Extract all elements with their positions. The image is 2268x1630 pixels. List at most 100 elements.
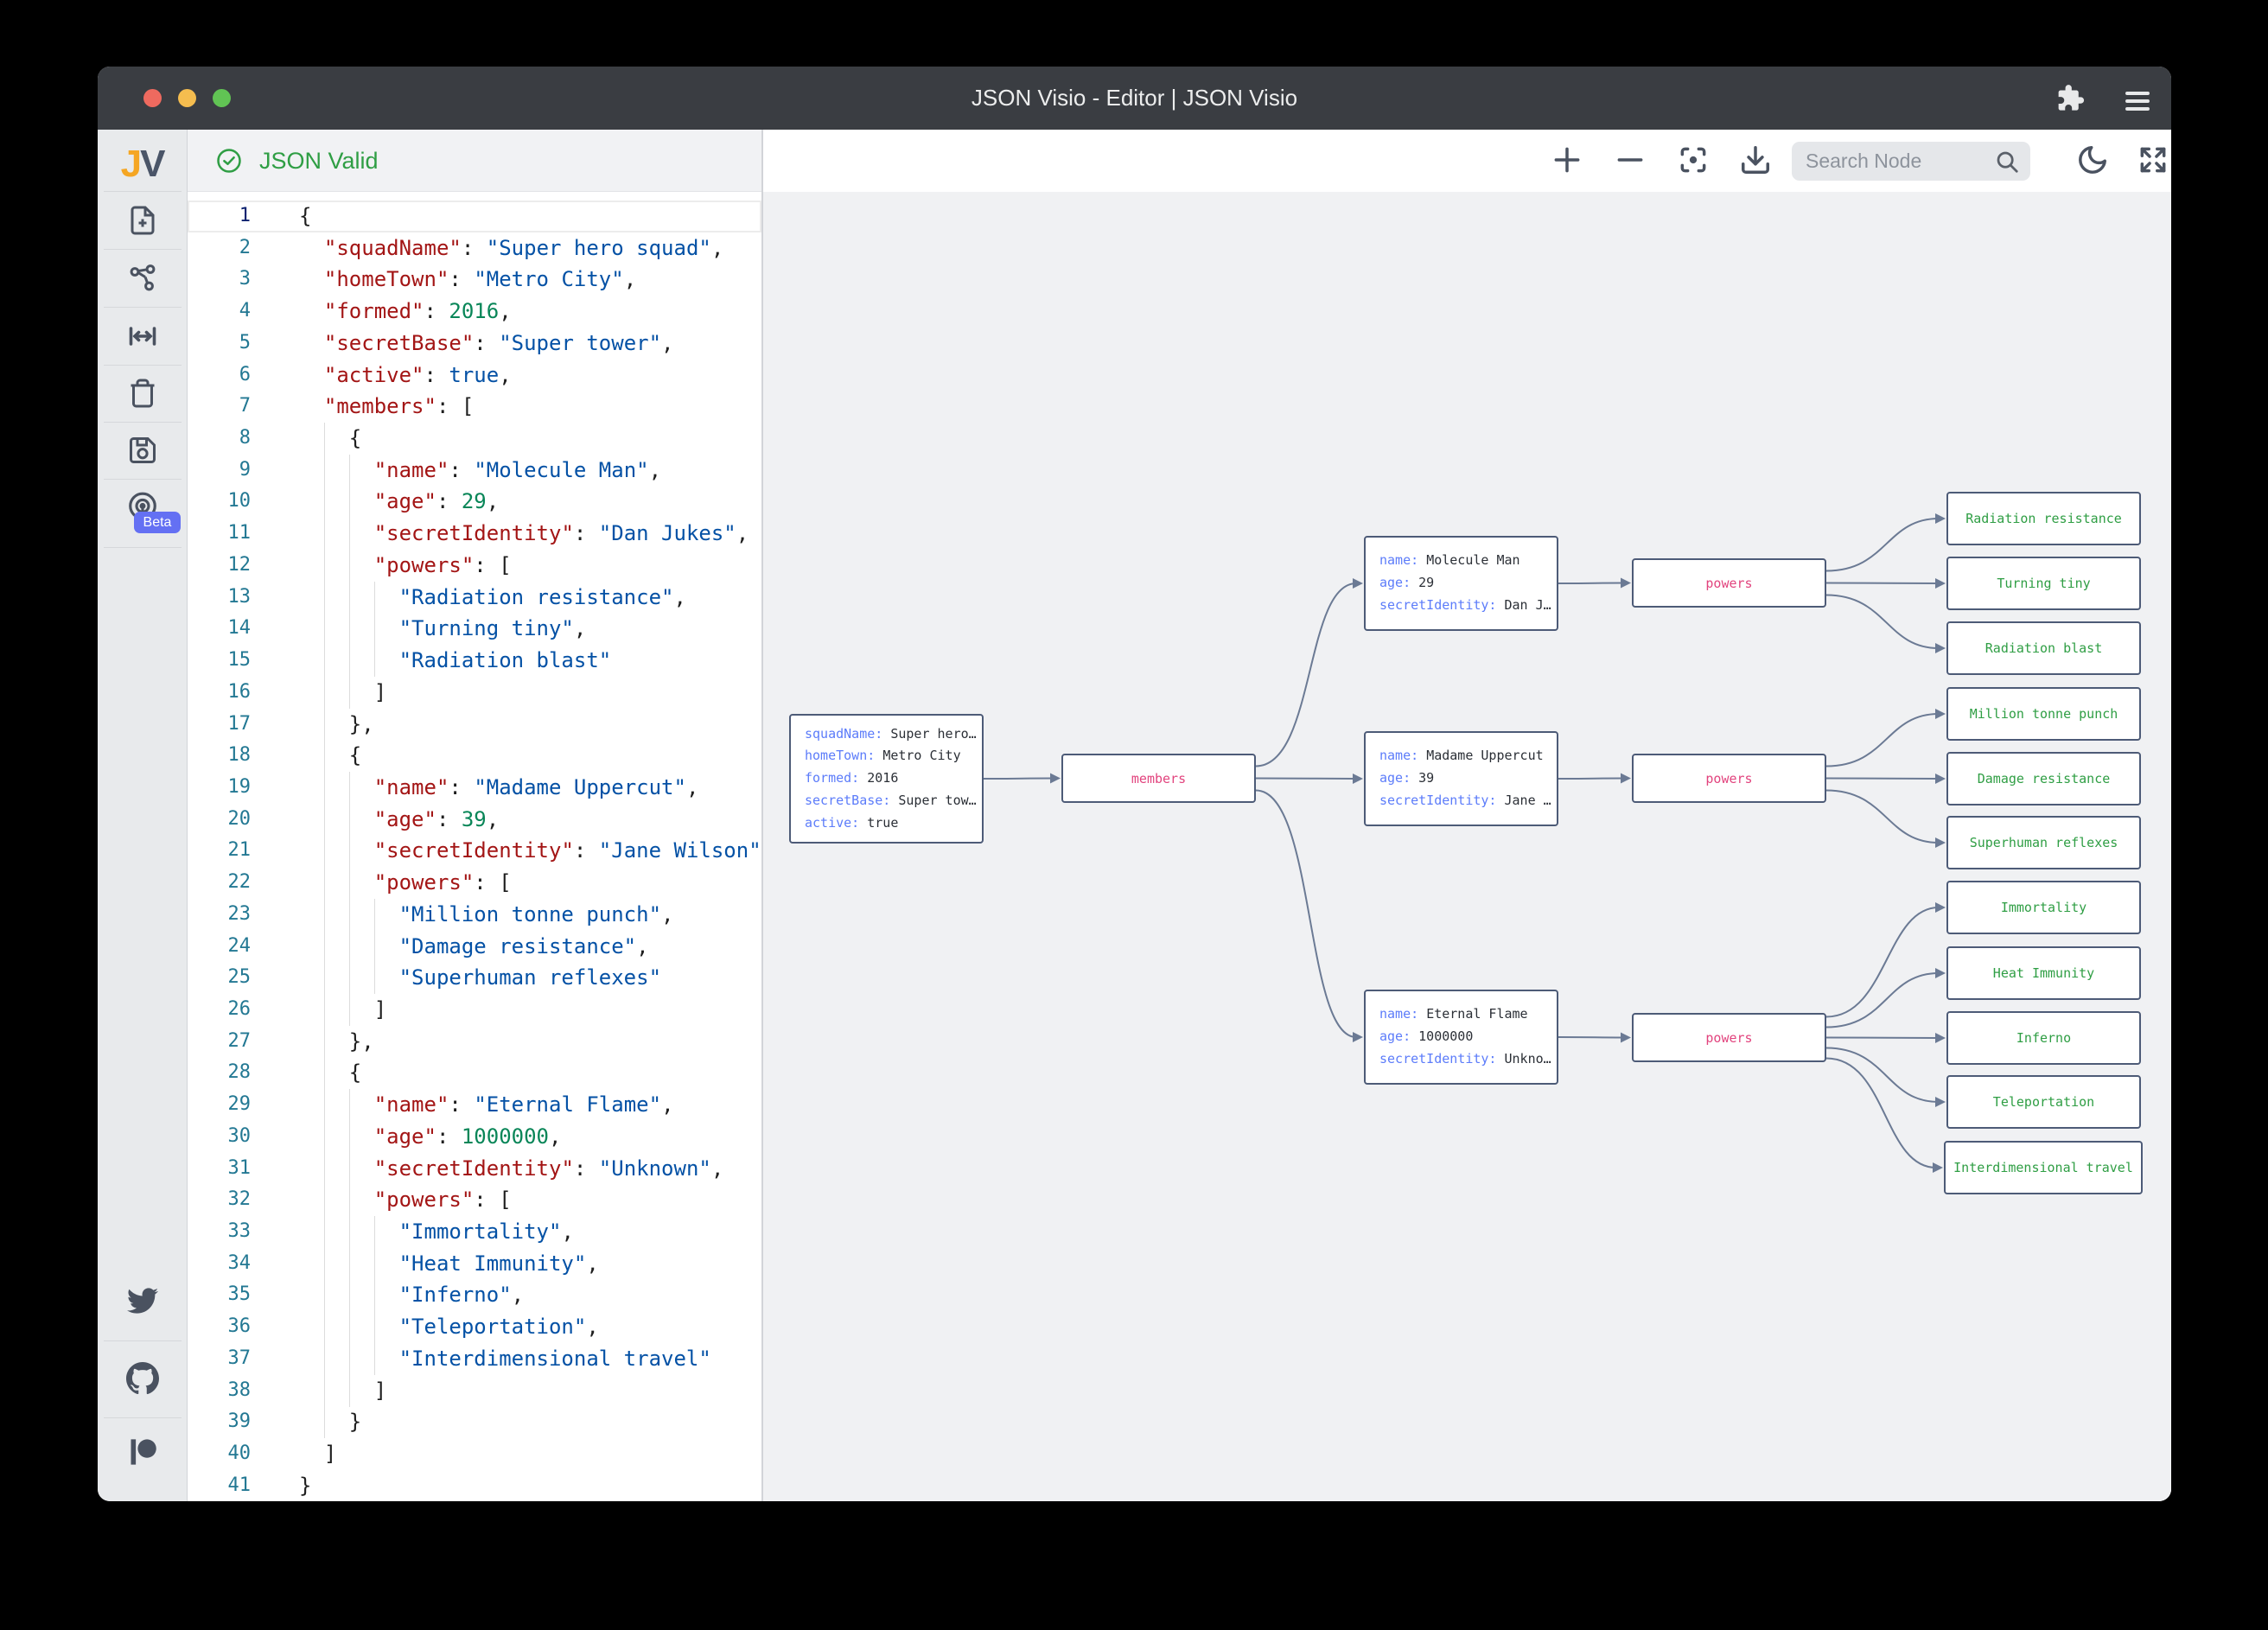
panel-divider[interactable]	[761, 130, 763, 1501]
code-line[interactable]: 29 "name": "Eternal Flame",	[188, 1089, 761, 1121]
code-line[interactable]: 9 "name": "Molecule Man",	[188, 455, 761, 487]
graph-node-l8[interactable]: Heat Immunity	[1946, 946, 2141, 1000]
fullscreen-button[interactable]	[2135, 143, 2171, 179]
twitter-icon[interactable]	[126, 1284, 159, 1317]
graph-node-p2[interactable]: powers	[1632, 754, 1826, 803]
close-window-button[interactable]	[143, 89, 162, 107]
code-line[interactable]: 41}	[188, 1470, 761, 1501]
search-icon[interactable]	[1994, 149, 2020, 175]
download-image-button[interactable]	[1737, 143, 1774, 179]
code-line[interactable]: 33 "Immortality",	[188, 1216, 761, 1248]
patreon-icon[interactable]	[126, 1436, 159, 1468]
code-line[interactable]: 31 "secretIdentity": "Unknown",	[188, 1153, 761, 1185]
code-line[interactable]: 27 },	[188, 1026, 761, 1058]
node-property: age: 1000000	[1379, 1028, 1474, 1045]
graph-canvas[interactable]: squadName: Super hero…homeTown: Metro Ci…	[763, 192, 2171, 1501]
code-line[interactable]: 18 {	[188, 740, 761, 772]
graph-node-l6[interactable]: Superhuman reflexes	[1946, 816, 2141, 869]
code-line[interactable]: 16 ]	[188, 677, 761, 709]
graph-node-l10[interactable]: Teleportation	[1946, 1075, 2141, 1129]
graph-node-l5[interactable]: Damage resistance	[1946, 752, 2141, 805]
graph-node-root[interactable]: squadName: Super hero…homeTown: Metro Ci…	[789, 714, 984, 844]
code-line[interactable]: 7 "members": [	[188, 391, 761, 423]
graph-node-l7[interactable]: Immortality	[1946, 881, 2141, 934]
graph-node-l11[interactable]: Interdimensional travel	[1944, 1141, 2143, 1194]
graph-node-p3[interactable]: powers	[1632, 1013, 1826, 1062]
zoom-out-button[interactable]	[1612, 143, 1648, 179]
graph-edge	[1825, 582, 1940, 584]
extensions-puzzle-icon[interactable]	[2053, 82, 2086, 115]
code-line[interactable]: 37 "Interdimensional travel"	[188, 1343, 761, 1375]
code-text: "Inferno",	[398, 1283, 525, 1308]
zoom-in-button[interactable]	[1549, 143, 1585, 179]
line-number: 23	[227, 902, 252, 925]
zoom-window-button[interactable]	[213, 89, 231, 107]
graph-node-l2[interactable]: Turning tiny	[1946, 557, 2141, 610]
code-line[interactable]: 1{	[188, 201, 761, 232]
code-line[interactable]: 32 "powers": [	[188, 1184, 761, 1216]
browser-menu-icon[interactable]	[2122, 86, 2155, 118]
app-logo[interactable]: JV	[120, 143, 166, 185]
code-line[interactable]: 23 "Million tonne punch",	[188, 899, 761, 931]
code-line[interactable]: 36 "Teleportation",	[188, 1311, 761, 1343]
code-line[interactable]: 24 "Damage resistance",	[188, 931, 761, 963]
graph-node-l1[interactable]: Radiation resistance	[1946, 492, 2141, 545]
graph-node-l4[interactable]: Million tonne punch	[1946, 687, 2141, 741]
code-line[interactable]: 20 "age": 39,	[188, 804, 761, 836]
line-number: 31	[227, 1156, 252, 1179]
graph-edge	[1825, 907, 1940, 1018]
search-node-input[interactable]	[1806, 142, 1987, 181]
graph-node-l3[interactable]: Radiation blast	[1946, 621, 2141, 675]
code-line[interactable]: 13 "Radiation resistance",	[188, 582, 761, 614]
node-label: Inferno	[2016, 1030, 2072, 1046]
code-text: "Teleportation",	[398, 1315, 599, 1340]
code-line[interactable]: 3 "homeTown": "Metro City",	[188, 264, 761, 296]
code-line[interactable]: 30 "age": 1000000,	[188, 1121, 761, 1153]
graph-edge	[1558, 582, 1625, 584]
graph-node-members[interactable]: members	[1061, 754, 1256, 803]
code-line[interactable]: 28 {	[188, 1057, 761, 1089]
code-line[interactable]: 6 "active": true,	[188, 360, 761, 392]
graph-node-p1[interactable]: powers	[1632, 558, 1826, 608]
code-line[interactable]: 5 "secretBase": "Super tower",	[188, 328, 761, 360]
code-line[interactable]: 26 ]	[188, 994, 761, 1026]
code-line[interactable]: 40 ]	[188, 1438, 761, 1470]
code-text: {	[299, 743, 362, 768]
graph-toolbar	[763, 130, 2171, 192]
code-line[interactable]: 12 "powers": [	[188, 550, 761, 582]
code-line[interactable]: 10 "age": 29,	[188, 486, 761, 518]
code-line[interactable]: 25 "Superhuman reflexes"	[188, 962, 761, 994]
code-line[interactable]: 17 },	[188, 709, 761, 741]
github-icon[interactable]	[125, 1362, 159, 1395]
code-line[interactable]: 21 "secretIdentity": "Jane Wilson",	[188, 835, 762, 867]
code-line[interactable]: 2 "squadName": "Super hero squad",	[188, 232, 761, 264]
minimize-window-button[interactable]	[178, 89, 196, 107]
code-area[interactable]: 1{2 "squadName": "Super hero squad",3 "h…	[188, 192, 762, 1501]
dark-mode-toggle[interactable]	[2074, 143, 2111, 179]
new-document-icon[interactable]	[126, 204, 159, 237]
code-line[interactable]: 35 "Inferno",	[188, 1279, 761, 1311]
line-number: 19	[227, 775, 252, 798]
code-line[interactable]: 14 "Turning tiny",	[188, 613, 761, 645]
code-line[interactable]: 38 ]	[188, 1375, 761, 1407]
code-line[interactable]: 15 "Radiation blast"	[188, 645, 761, 677]
edge-arrowhead-icon	[1935, 513, 1946, 524]
save-icon[interactable]	[126, 434, 159, 467]
line-number: 17	[227, 712, 252, 735]
share-graph-icon[interactable]	[126, 262, 159, 295]
center-view-button[interactable]	[1675, 143, 1711, 179]
code-line[interactable]: 39 }	[188, 1406, 761, 1438]
graph-node-l9[interactable]: Inferno	[1946, 1011, 2141, 1065]
code-line[interactable]: 8 {	[188, 423, 761, 455]
divider	[104, 307, 182, 308]
delete-trash-icon[interactable]	[126, 377, 159, 410]
expand-width-icon[interactable]	[126, 320, 159, 353]
code-line[interactable]: 22 "powers": [	[188, 867, 761, 899]
code-line[interactable]: 19 "name": "Madame Uppercut",	[188, 772, 761, 804]
code-line[interactable]: 4 "formed": 2016,	[188, 296, 761, 328]
code-line[interactable]: 11 "secretIdentity": "Dan Jukes",	[188, 518, 761, 550]
code-line[interactable]: 34 "Heat Immunity",	[188, 1248, 761, 1280]
